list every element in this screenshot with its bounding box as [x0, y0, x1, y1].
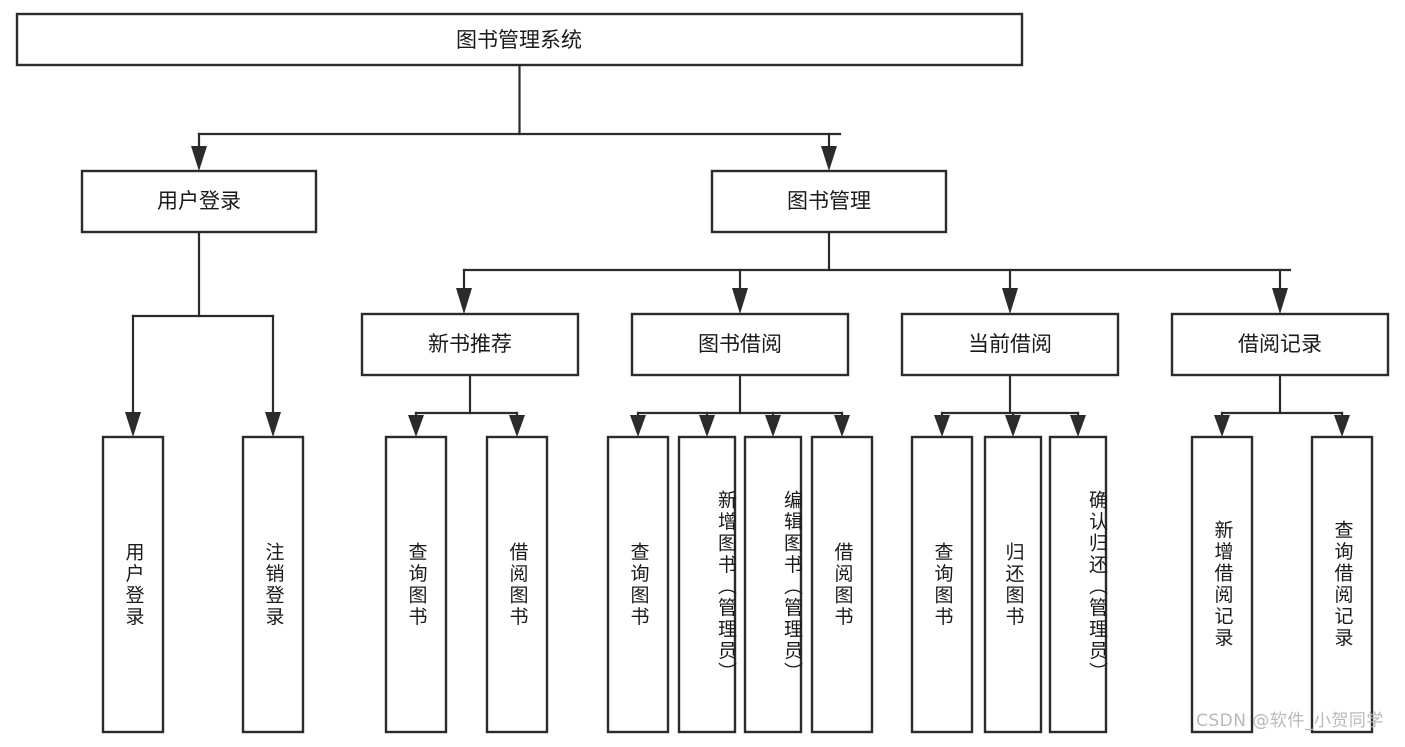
arrowhead-leaf-confirm-return: [1070, 415, 1086, 437]
node-new-book-recommend[interactable]: [360, 312, 580, 377]
node-borrow-record-label: 借阅记录: [1238, 332, 1322, 356]
arrowhead-borrow-record: [1272, 288, 1288, 314]
node-leaf-query-book-2[interactable]: [606, 435, 670, 734]
node-borrow-record[interactable]: [1170, 312, 1390, 377]
arrowhead-leaf-return-book: [1005, 415, 1021, 437]
csdn-watermark: CSDN @软件_小贺同学: [1196, 711, 1384, 731]
node-new-book-recommend-label: 新书推荐: [428, 332, 512, 356]
node-leaf-confirm-return[interactable]: [1048, 435, 1108, 734]
arrowhead-leaf-query-book-2: [630, 415, 646, 437]
node-root-label: 图书管理系统: [456, 28, 582, 52]
node-book-manage[interactable]: [710, 169, 948, 234]
arrowhead-leaf-edit-book: [765, 415, 781, 437]
arrowhead-book-borrow: [732, 288, 748, 314]
arrowhead-leaf-query-book-3: [934, 415, 950, 437]
node-book-borrow[interactable]: [630, 312, 850, 377]
node-leaf-query-book-1[interactable]: [384, 435, 448, 734]
node-leaf-query-book-3[interactable]: [910, 435, 974, 734]
node-user-login[interactable]: [80, 169, 318, 234]
node-leaf-borrow-book-1[interactable]: [485, 435, 549, 734]
node-leaf-user-login[interactable]: [101, 435, 165, 734]
arrowhead-book-manage: [821, 146, 837, 171]
node-user-login-label: 用户登录: [157, 189, 241, 213]
arrowhead-new-book: [456, 288, 472, 314]
arrowhead-leaf-borrow-book-2: [834, 415, 850, 437]
arrowhead-leaf-borrow-book-1: [509, 415, 525, 437]
arrowhead-leaf-query-borrow-record: [1334, 415, 1350, 437]
arrowhead-user-login: [191, 146, 207, 171]
arrowhead-leaf-add-book: [699, 415, 715, 437]
nodes-layer: 图书管理系统 用户登录 图书管理 新书推荐 图书借阅 当前借阅 借阅记录: [15, 12, 1390, 734]
node-leaf-borrow-book-2[interactable]: [810, 435, 874, 734]
node-leaf-add-borrow-record[interactable]: [1190, 435, 1254, 734]
node-leaf-edit-book[interactable]: [743, 435, 803, 734]
arrowhead-leaf-logout: [265, 412, 281, 437]
arrowhead-current-borrow: [1002, 288, 1018, 314]
node-book-manage-label: 图书管理: [787, 189, 871, 213]
node-leaf-query-borrow-record[interactable]: [1310, 435, 1374, 734]
connectors-layer: [125, 63, 1350, 437]
node-current-borrow-label: 当前借阅: [968, 332, 1052, 356]
arrowhead-leaf-query-book-1: [408, 415, 424, 437]
node-root[interactable]: [15, 12, 1024, 67]
node-leaf-return-book[interactable]: [983, 435, 1043, 734]
node-leaf-logout[interactable]: [241, 435, 305, 734]
node-leaf-add-book[interactable]: [677, 435, 737, 734]
arrowhead-leaf-user-login: [125, 412, 141, 437]
node-book-borrow-label: 图书借阅: [698, 332, 782, 356]
arrowhead-leaf-add-borrow-record: [1214, 415, 1230, 437]
node-current-borrow[interactable]: [900, 312, 1120, 377]
